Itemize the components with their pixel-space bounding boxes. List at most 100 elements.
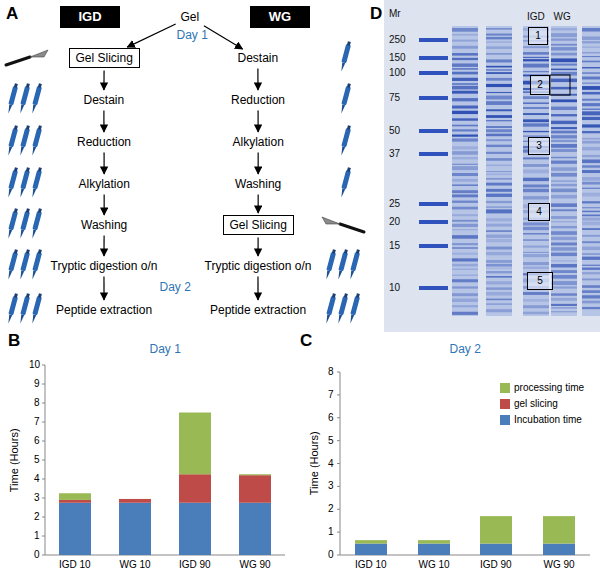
ladder-band [419, 202, 448, 206]
pipette-icon [18, 83, 31, 114]
pipette-icon [18, 249, 31, 280]
node-text: 3 [536, 140, 542, 152]
gel-band [452, 146, 478, 149]
gel-band [486, 101, 512, 105]
flow-arrow [103, 70, 104, 90]
gel-band [486, 194, 512, 197]
tick-label: 1 [328, 526, 334, 538]
gel-band [452, 111, 478, 114]
gel-band [452, 229, 478, 230]
gel-band [452, 151, 478, 154]
text-label: 75 [389, 92, 400, 104]
gel-band [452, 264, 478, 267]
gel-band [486, 41, 512, 42]
gel-band [582, 86, 600, 90]
tick-label: 7 [328, 389, 334, 401]
gel-band [523, 59, 549, 61]
pipette-tip [7, 188, 12, 197]
pipette-tip [19, 188, 24, 197]
gel-band [582, 211, 600, 212]
tick-label: 4 [328, 458, 334, 470]
bar-segment [239, 475, 271, 503]
gel-band [582, 290, 600, 293]
gel-band [452, 63, 478, 66]
pipette-tip [349, 270, 354, 279]
gel-band [551, 304, 577, 306]
ladder-band [419, 71, 448, 75]
process-box: Gel Slicing [69, 48, 140, 68]
gel-band [551, 275, 577, 279]
legend-text: gel slicing [514, 398, 558, 410]
gel-band [551, 293, 577, 295]
gel-band [582, 83, 600, 84]
pipette-icon [18, 208, 31, 239]
gel-band [486, 69, 512, 71]
pipette-tip [340, 62, 345, 71]
node-text: Washing [81, 218, 127, 232]
gel-band [551, 28, 577, 30]
gel-band [452, 305, 478, 307]
gel-band [582, 159, 600, 163]
process-step: Reduction [228, 92, 288, 108]
node-text: Gel Slicing [76, 51, 133, 65]
gel-band [486, 171, 512, 172]
gel-band [486, 287, 512, 289]
gel-band [551, 135, 577, 138]
gel-band [551, 264, 577, 267]
gel-band [582, 222, 600, 226]
gel-band [551, 140, 577, 142]
text-label: WG 10 [120, 559, 151, 571]
pipette-body [326, 252, 336, 272]
gel-band [486, 224, 512, 227]
flow-arrow [103, 235, 104, 256]
pipette-cap [347, 41, 351, 46]
gel-band [486, 276, 512, 278]
flow-arrow [257, 237, 258, 256]
tick-mark [337, 555, 340, 556]
gel-band [452, 28, 478, 32]
pipette-icon [18, 293, 31, 324]
gel-band [523, 157, 549, 159]
pipette-cap [14, 83, 18, 88]
pipette-cap [26, 83, 30, 88]
text-label: 20 [389, 216, 400, 228]
gel-band [523, 254, 549, 257]
ladder-band [419, 220, 448, 224]
scalpel-blade [30, 50, 48, 57]
pipette-icon [30, 167, 43, 198]
process-step: Tryptic digestion o/n [48, 258, 161, 274]
bar-segment [179, 503, 211, 555]
pipette-icon [339, 41, 352, 72]
gel-band [582, 47, 600, 48]
gel-band [452, 299, 478, 303]
pipette-body [341, 170, 351, 190]
gel-band [582, 247, 600, 250]
pipette-body [32, 86, 42, 106]
gel-band [551, 131, 577, 134]
text-label: 100 [389, 67, 406, 79]
gel-band [551, 173, 577, 177]
gel-band [452, 185, 478, 186]
gel-band [551, 189, 577, 193]
pipette-body [20, 128, 30, 148]
gel-lane [486, 26, 512, 316]
gel-band [551, 127, 577, 129]
pipette-icon [339, 167, 352, 198]
gel-band [452, 220, 478, 222]
tick-mark [42, 479, 45, 480]
pipette-cap [332, 249, 336, 254]
gel-band [523, 131, 549, 132]
tick-label: 7 [34, 416, 40, 428]
bar-segment [543, 544, 575, 555]
tick-mark [42, 498, 45, 499]
pipette-cap [26, 249, 30, 254]
gel-band [551, 209, 577, 211]
gel-band [582, 28, 600, 32]
ladder-band [419, 129, 448, 133]
gel-band [452, 201, 478, 203]
tick-mark [337, 440, 340, 441]
gel-band [523, 64, 549, 68]
pipette-cap [38, 83, 42, 88]
gel-band [582, 301, 600, 304]
pipette-cap [26, 293, 30, 298]
